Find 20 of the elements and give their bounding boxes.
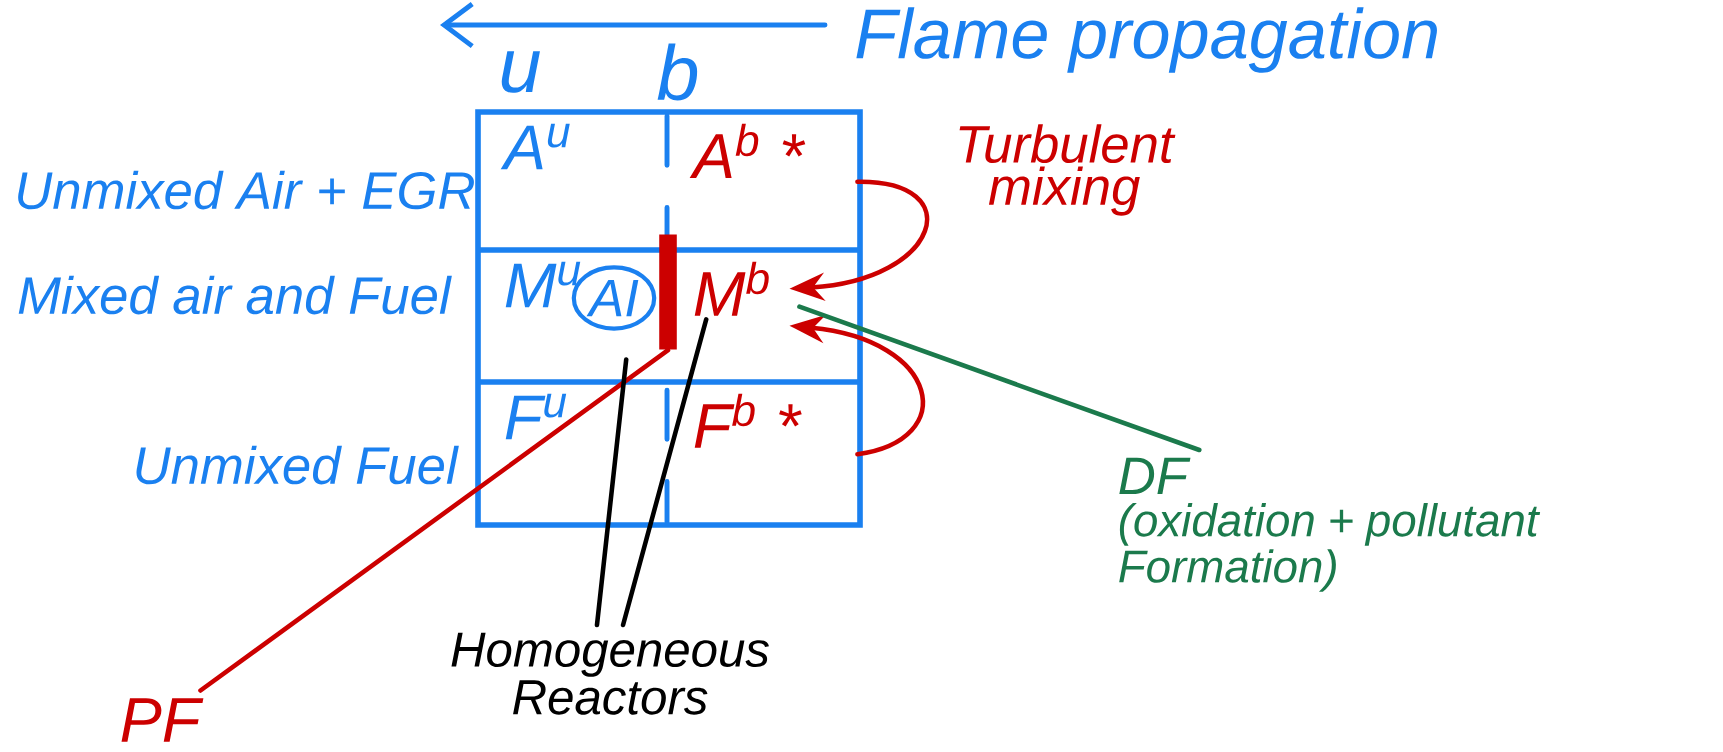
table-cell: A$^{b}$ * xyxy=(689,123,806,178)
leader-line xyxy=(620,317,709,628)
flame-front-bar xyxy=(659,234,677,350)
text-label: u xyxy=(501,51,540,93)
text-label: Homogeneous Reactors xyxy=(451,632,769,715)
text-label: Unmixed Air + EGR xyxy=(18,170,474,210)
table-cell: F$^{b}$ * xyxy=(694,393,802,448)
text-label: Mixed air and Fuel xyxy=(18,275,452,315)
text-label: DF (oxidation + pollutant Formation) xyxy=(1119,457,1541,592)
leader-line xyxy=(198,347,671,693)
text-label: Flame propagation xyxy=(856,7,1437,73)
table-cell: F$^{u}$ xyxy=(505,393,567,440)
table-cell: M$^{b}$ xyxy=(694,261,769,316)
leader-line xyxy=(797,304,1202,453)
text-label: b xyxy=(657,43,698,101)
text-label: Turbulent mixing xyxy=(959,124,1176,216)
text-label: Unmixed Fuel xyxy=(136,445,459,485)
leader-line xyxy=(594,357,629,628)
table-cell: A$^{u}$ xyxy=(500,123,570,170)
text-label: PF xyxy=(121,698,204,742)
